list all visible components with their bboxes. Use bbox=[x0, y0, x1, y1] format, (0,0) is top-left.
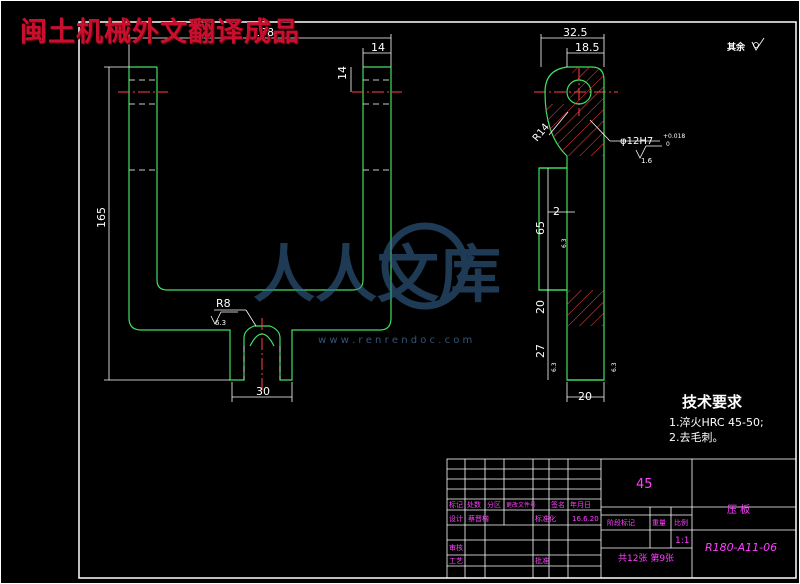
tb-biaozhunhua: 标准化 bbox=[535, 514, 556, 523]
tech-line-2: 2.去毛刺。 bbox=[669, 431, 724, 444]
tb-shenhe: 审核 bbox=[449, 543, 463, 552]
dim-side-14: 14 bbox=[336, 66, 349, 80]
dim-65: 65 bbox=[534, 221, 547, 235]
tech-line-1: 1.淬火HRC 45-50; bbox=[669, 414, 764, 430]
tb-fenqu: 分区 bbox=[487, 500, 501, 509]
rough-1-6: 1.6 bbox=[641, 157, 653, 165]
tech-line-1-value: 45-50; bbox=[728, 416, 764, 429]
dim-bottom-20: 20 bbox=[578, 390, 592, 403]
rough-circle-note bbox=[753, 42, 759, 48]
hidden-lines bbox=[129, 79, 391, 380]
tb-date: 16.6.20 bbox=[572, 515, 599, 523]
side-dimensions bbox=[540, 34, 660, 402]
dim-20: 20 bbox=[534, 300, 547, 314]
watermark-brand: 人人文库 bbox=[253, 238, 501, 311]
dim-tol-upper: +0.018 bbox=[663, 133, 685, 140]
section-hatch-top bbox=[545, 67, 604, 156]
roughness-note: 其余 bbox=[727, 41, 746, 53]
front-dimensions bbox=[104, 34, 392, 402]
tb-jieduan: 阶段标记 bbox=[607, 518, 635, 527]
tb-gengai: 更改文件号 bbox=[506, 501, 536, 509]
dim-tol-lower: 0 bbox=[666, 141, 670, 148]
dim-top-14: 14 bbox=[371, 41, 385, 54]
tech-requirements-title: 技术要求 bbox=[682, 393, 743, 411]
watermark-title: 闽土机械外文翻译成品 bbox=[20, 17, 300, 48]
tech-line-1-prefix: 1.淬火HRC bbox=[669, 416, 725, 429]
section-hatch-bottom bbox=[567, 290, 604, 326]
dim-165: 165 bbox=[95, 207, 108, 228]
tb-shejiren: 蔡晋楷 bbox=[468, 514, 489, 523]
dim-30: 30 bbox=[256, 385, 270, 398]
dim-r8: R8 bbox=[216, 297, 231, 310]
tb-scale: 1:1 bbox=[675, 536, 689, 546]
rough-side-3: 6.3 bbox=[611, 362, 618, 372]
tb-drawing-no: R180-A11-06 bbox=[705, 541, 777, 554]
tb-sheets: 共12张 第9张 bbox=[618, 552, 674, 564]
tb-bili: 比例 bbox=[674, 518, 688, 527]
rough-side-1: 6.3 bbox=[561, 238, 568, 248]
tb-sheji: 设计 bbox=[449, 514, 463, 523]
watermark-url: w w w . r e n r e n d o c . c o m bbox=[318, 335, 472, 346]
rough-symbol-r8 bbox=[210, 311, 238, 325]
tb-chushu: 处数 bbox=[467, 500, 481, 509]
tb-part-name: 压 板 bbox=[727, 503, 750, 516]
rough-6-3-front: 6.3 bbox=[215, 319, 226, 327]
rough-side-2: 6.3 bbox=[551, 362, 558, 372]
dim-2: 2 bbox=[553, 205, 560, 218]
dim-phi12h7: φ12H7 bbox=[620, 136, 653, 147]
dim-18-5: 18.5 bbox=[575, 41, 600, 54]
tb-material: 45 bbox=[636, 477, 653, 492]
dim-138: 138 bbox=[253, 26, 274, 39]
tb-zhongliang: 重量 bbox=[652, 519, 666, 527]
inner-border bbox=[78, 21, 797, 579]
dim-32-5: 32.5 bbox=[563, 26, 588, 39]
watermark-logo: 人人文库 bbox=[253, 222, 501, 311]
dim-27: 27 bbox=[534, 344, 547, 358]
tb-qianming: 签名 bbox=[551, 500, 565, 509]
front-view bbox=[128, 66, 392, 381]
tb-biaoji: 标记 bbox=[449, 500, 463, 509]
tb-nianyueri: 年月日 bbox=[570, 500, 591, 509]
tb-pizhun: 批准 bbox=[535, 556, 549, 565]
rough-symbol-16 bbox=[635, 145, 662, 159]
tb-gongyi: 工艺 bbox=[449, 557, 463, 565]
title-block bbox=[446, 458, 797, 579]
